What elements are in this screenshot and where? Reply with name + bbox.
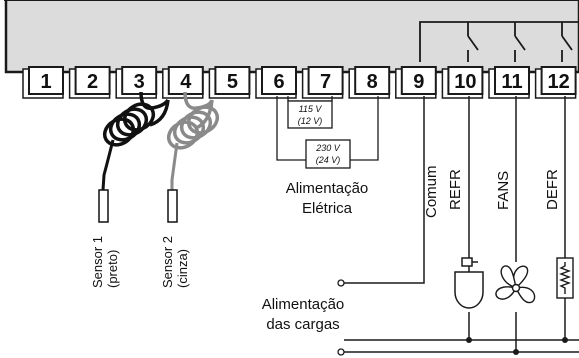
- load-supply-label-line2: das cargas: [266, 316, 339, 333]
- terminal-number: 10: [454, 71, 476, 93]
- terminal-2: 2: [68, 66, 111, 99]
- terminal-5: 5: [208, 66, 251, 99]
- svg-text:230 V: 230 V: [315, 143, 341, 153]
- sensor-2-label: Sensor 2 (cinza): [160, 236, 190, 288]
- power-bridges: [276, 96, 379, 169]
- output-label-defr: DEFR: [544, 169, 561, 210]
- terminal-number: 3: [134, 71, 145, 93]
- fan-icon: [495, 265, 536, 304]
- compressor-icon: [454, 257, 484, 309]
- svg-text:Sensor 1: Sensor 1: [90, 236, 105, 288]
- svg-text:Sensor 2: Sensor 2: [160, 236, 175, 288]
- voltage-230-label: 230 V (24 V): [315, 143, 341, 165]
- power-label-line2: Elétrica: [302, 200, 353, 217]
- sensor-2-cable: [166, 91, 220, 223]
- terminal-6: 6: [255, 66, 297, 99]
- svg-text:(preto): (preto): [105, 250, 120, 288]
- power-label-line1: Alimentação: [286, 180, 369, 197]
- relay-contacts: [419, 21, 579, 62]
- terminal-number: 5: [227, 71, 238, 93]
- terminal-9: 9: [395, 66, 437, 99]
- svg-text:(cinza): (cinza): [175, 249, 190, 288]
- output-wiring: [344, 96, 579, 353]
- terminal-number: 1: [40, 71, 51, 93]
- terminal-number: 8: [367, 71, 378, 93]
- terminal-12: 12: [534, 66, 577, 99]
- output-label-comum: Comum: [423, 165, 440, 218]
- junction-dots: [466, 337, 568, 355]
- svg-text:(24 V): (24 V): [316, 155, 341, 165]
- svg-text:(12 V): (12 V): [298, 116, 323, 126]
- terminal-number: 11: [501, 71, 522, 93]
- sensor-1-cable: [98, 91, 170, 223]
- output-label-fans: FANS: [495, 171, 512, 210]
- terminal-1: 1: [22, 66, 64, 99]
- terminal-3: 3: [115, 66, 158, 99]
- terminal-number: 4: [180, 71, 192, 93]
- terminal-number: 7: [320, 71, 331, 93]
- output-label-refr: REFR: [447, 169, 464, 210]
- terminal-10: 10: [441, 66, 484, 99]
- terminal-number: 2: [87, 71, 98, 93]
- terminal-11: 11: [488, 66, 530, 99]
- terminal-number: 6: [273, 71, 284, 93]
- heater-resistor-icon: [556, 257, 574, 299]
- terminal-open-circles: [337, 279, 345, 356]
- sensor-1-label: Sensor 1 (preto): [90, 236, 120, 288]
- terminal-8: 8: [348, 66, 391, 99]
- terminal-7: 7: [301, 66, 344, 99]
- voltage-115-label: 115 V (12 V): [298, 104, 323, 126]
- terminal-number: 9: [413, 71, 424, 93]
- load-supply-label-line1: Alimentação: [262, 296, 345, 313]
- svg-text:115 V: 115 V: [299, 104, 323, 114]
- controller-housing: [4, 0, 579, 74]
- terminal-4: 4: [162, 66, 204, 99]
- terminal-number: 12: [547, 71, 569, 93]
